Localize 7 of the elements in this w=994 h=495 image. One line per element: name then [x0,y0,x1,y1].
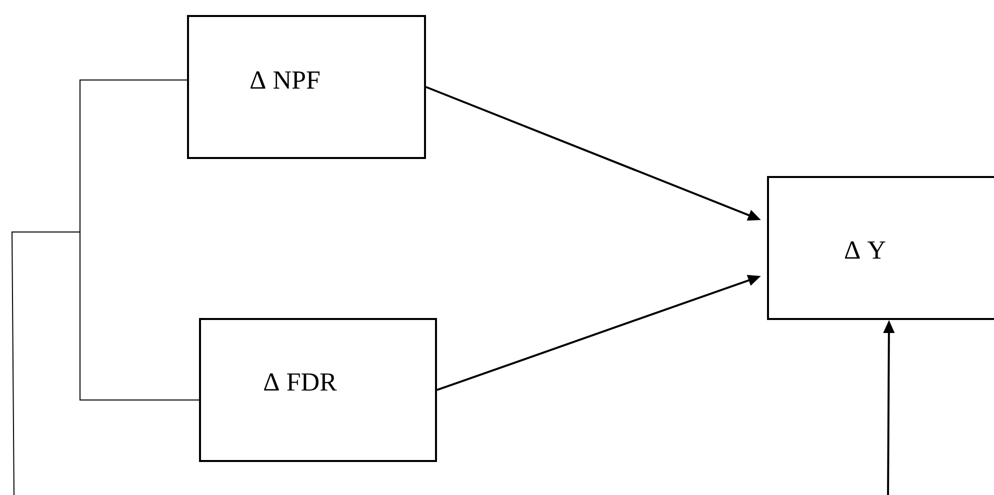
box [187,15,426,159]
box-label: Δ NPF [250,71,320,89]
box [767,176,994,320]
box [199,318,437,462]
box-label: Δ FDR [264,373,337,391]
bracket-line [12,80,200,495]
box-label: Δ Y [845,241,886,259]
